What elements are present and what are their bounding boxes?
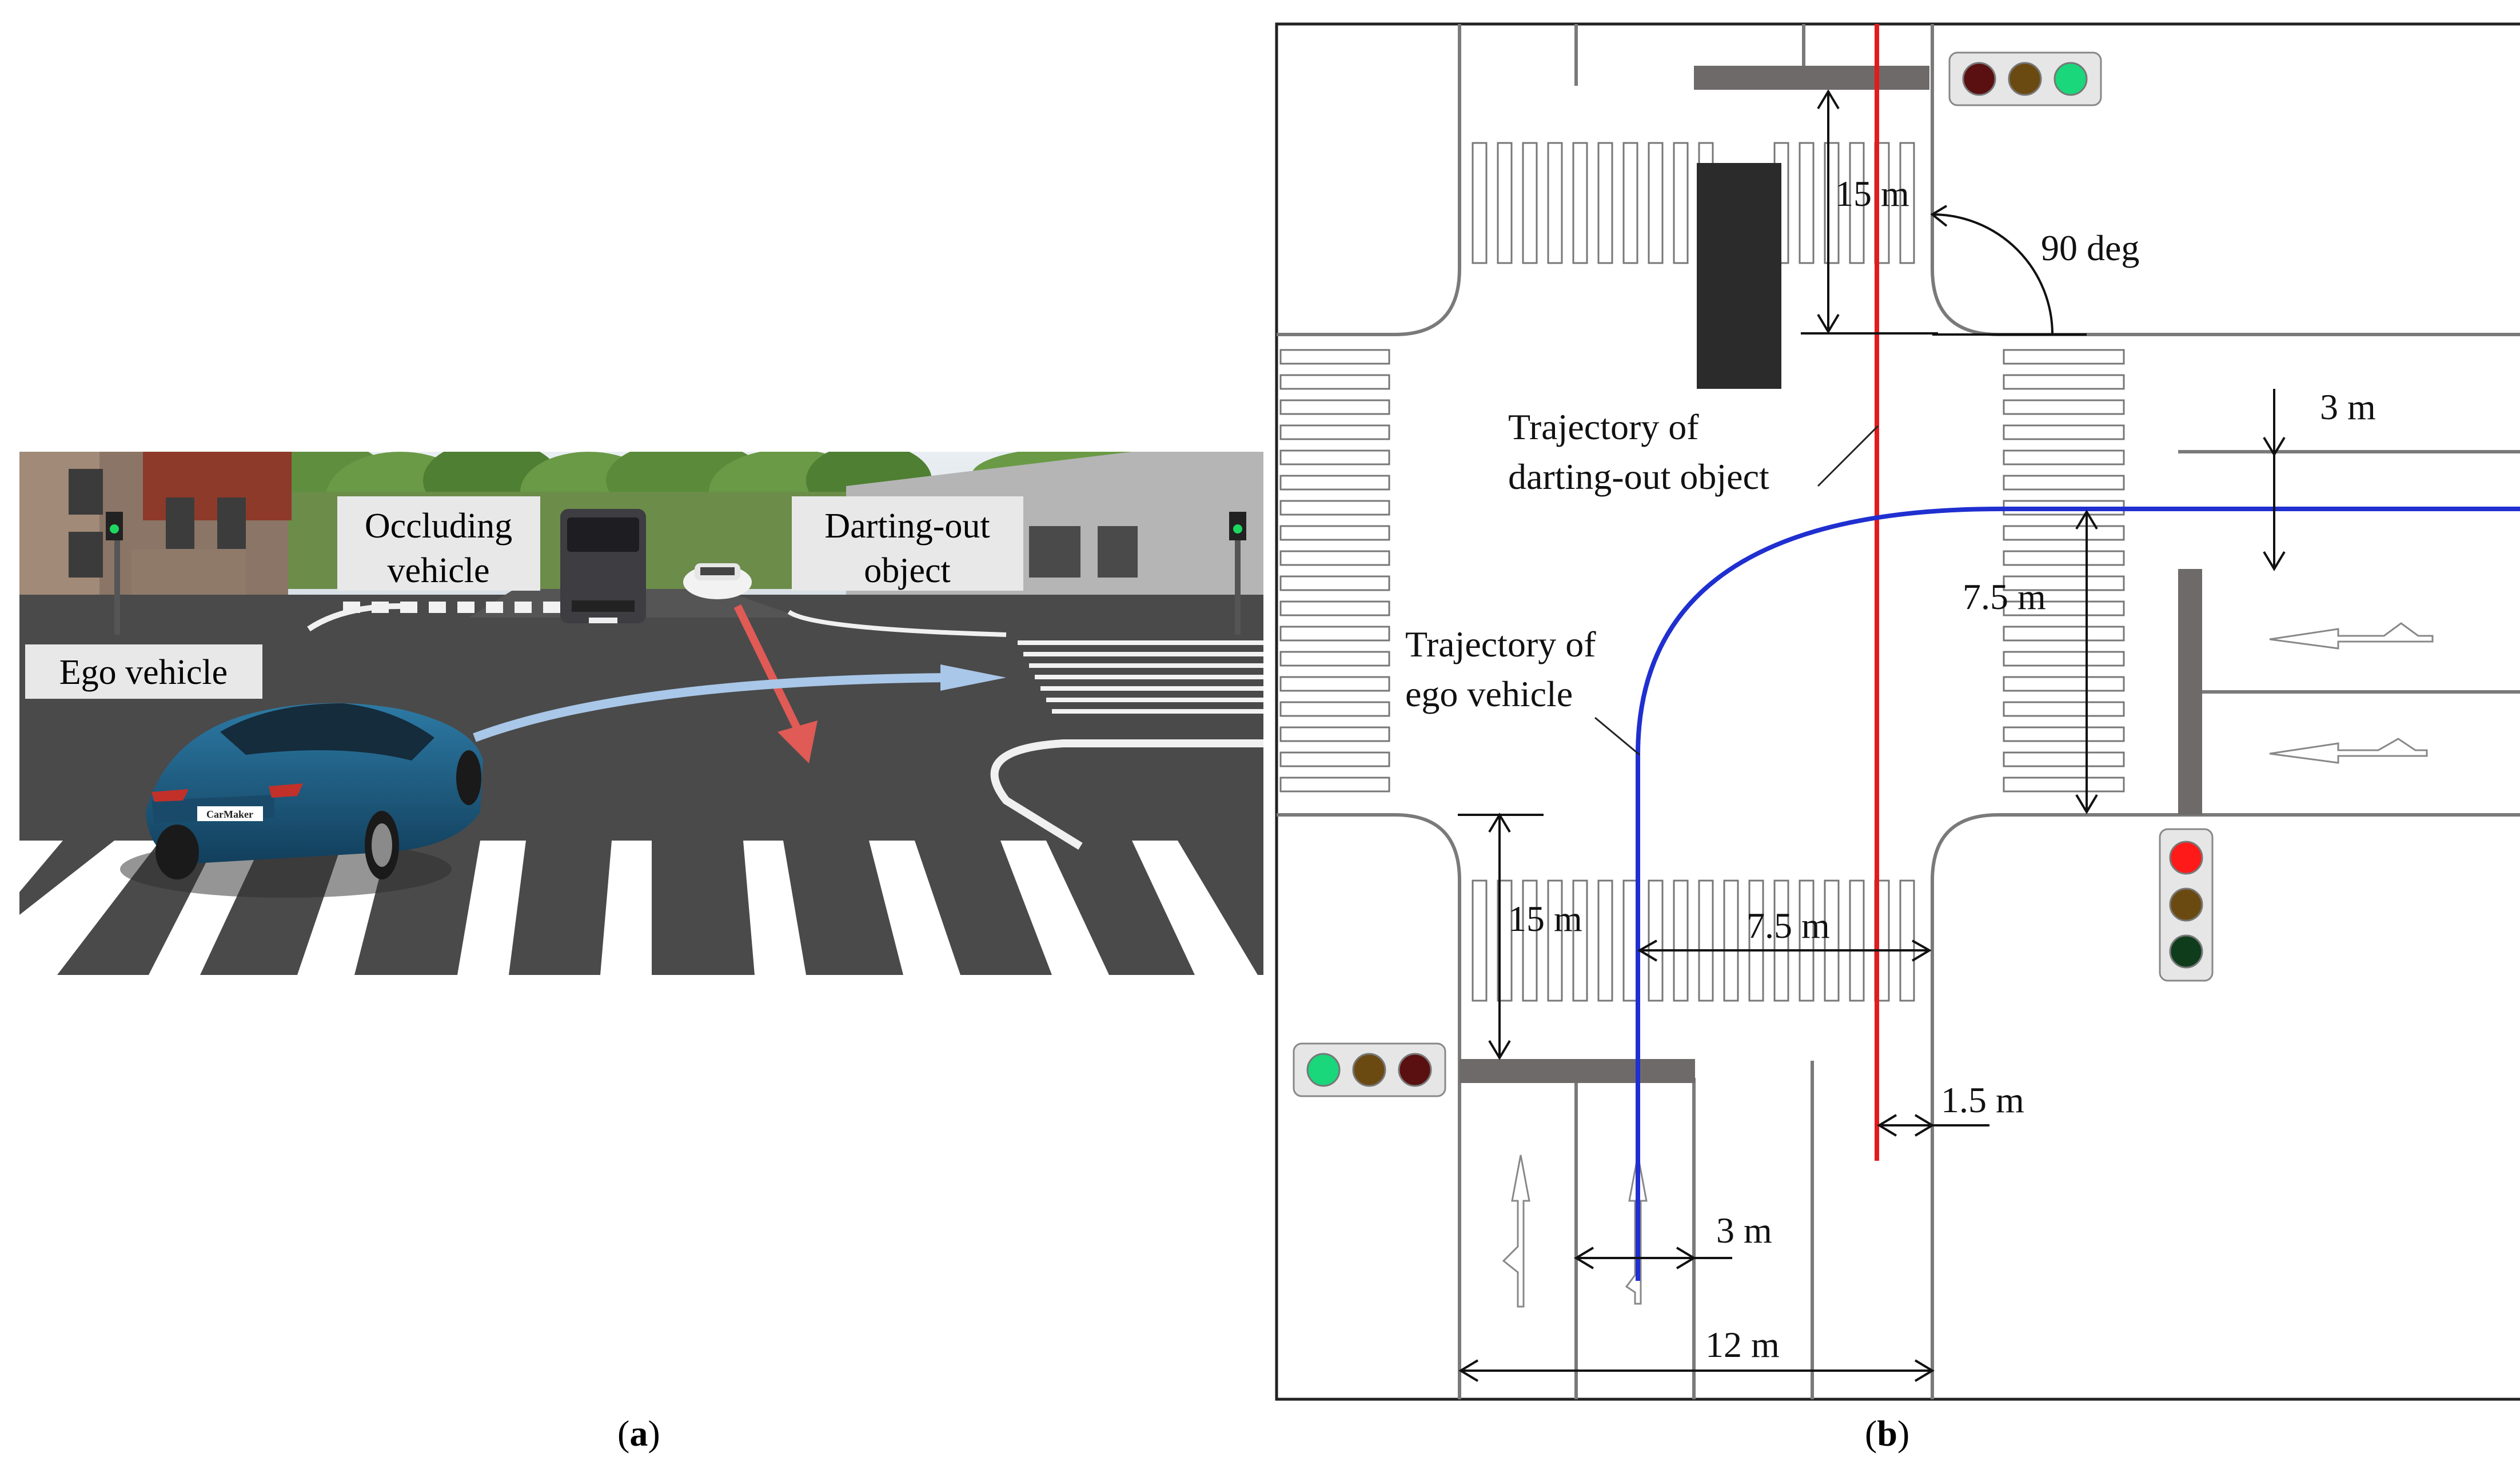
traffic-light-bottom-left: [1293, 1042, 1446, 1097]
traffic-light-bottom-left-lamp-3: [1398, 1053, 1432, 1087]
ego-car: CarMaker: [120, 703, 483, 898]
svg-text:Occluding: Occluding: [365, 507, 512, 546]
occluding-van: [560, 509, 646, 623]
traffic-light-right-lamp-3: [2169, 934, 2203, 969]
svg-text:Darting-out: Darting-out: [824, 507, 990, 546]
crosswalk-bottom: [1472, 879, 1915, 1002]
leader-ego: [1594, 716, 1640, 756]
label-traj-ego-2: ego vehicle: [1405, 674, 1573, 714]
svg-text:vehicle: vehicle: [387, 551, 489, 590]
crosswalk-left: [1279, 349, 1390, 793]
crosswalk-right: [2003, 349, 2125, 793]
darting-car: [683, 563, 752, 599]
scene-traffic-light-left: [106, 512, 123, 635]
road-edges: [1277, 24, 2520, 1399]
dim-15m-top: 15 m: [1835, 173, 1909, 214]
dim-3m-bottom: 3 m: [1716, 1210, 1772, 1251]
ego-trajectory: [1636, 507, 2520, 1281]
label-darting-out-object: Darting-out object: [792, 496, 1023, 591]
label-ego-vehicle: Ego vehicle: [25, 644, 262, 699]
caption-a: (a): [617, 1413, 660, 1454]
right-crosswalk: [1018, 640, 1263, 714]
stop-lines: [1460, 66, 2202, 1083]
dim-12m: 12 m: [1705, 1324, 1780, 1365]
darting-arrow: [733, 604, 818, 763]
dim-7-5m-right: 7.5 m: [1963, 576, 2046, 617]
dimension-lines: [1458, 89, 2286, 1382]
traffic-light-top-lamp-1: [1962, 62, 1996, 96]
svg-text:object: object: [864, 551, 951, 590]
diagram-frame: [1275, 22, 2520, 1401]
crosswalk-top: [1472, 142, 1915, 264]
car-plate: CarMaker: [206, 809, 253, 820]
traffic-light-top-lamp-3: [2054, 62, 2088, 96]
dim-7-5m-bottom: 7.5 m: [1747, 905, 1830, 946]
dim-15m-bottom: 15 m: [1508, 898, 1582, 939]
traffic-light-bottom-left-lamp-2: [1352, 1053, 1386, 1087]
leader-darting: [1817, 425, 1879, 487]
caption-b: (b): [1865, 1413, 1910, 1454]
traffic-light-right: [2159, 828, 2214, 982]
traffic-light-right-lamp-2: [2169, 887, 2203, 922]
traffic-light-bottom-left-lamp-1: [1306, 1053, 1341, 1087]
dim-1-5m: 1.5 m: [1941, 1080, 2024, 1120]
svg-text:Ego vehicle: Ego vehicle: [59, 653, 228, 692]
scene-traffic-light-right: [1229, 512, 1246, 635]
label-traj-darting-2: darting-out object: [1508, 456, 1769, 497]
lane-arrows-bottom: [1502, 1154, 1648, 1308]
label-occluding-vehicle: Occluding vehicle: [337, 496, 540, 591]
occluding-vehicle-block: [1697, 163, 1781, 389]
dim-3m-right: 3 m: [2320, 387, 2376, 427]
label-traj-darting-1: Trajectory of: [1508, 407, 1699, 447]
traffic-light-top: [1948, 51, 2102, 106]
dim-90deg: 90 deg: [2041, 228, 2139, 268]
ego-path-arrow: [473, 664, 1006, 742]
traffic-light-top-lamp-2: [2008, 62, 2042, 96]
label-traj-ego-1: Trajectory of: [1405, 624, 1596, 664]
traffic-light-right-lamp-1: [2169, 841, 2203, 875]
lane-arrows-right: [2269, 622, 2434, 764]
